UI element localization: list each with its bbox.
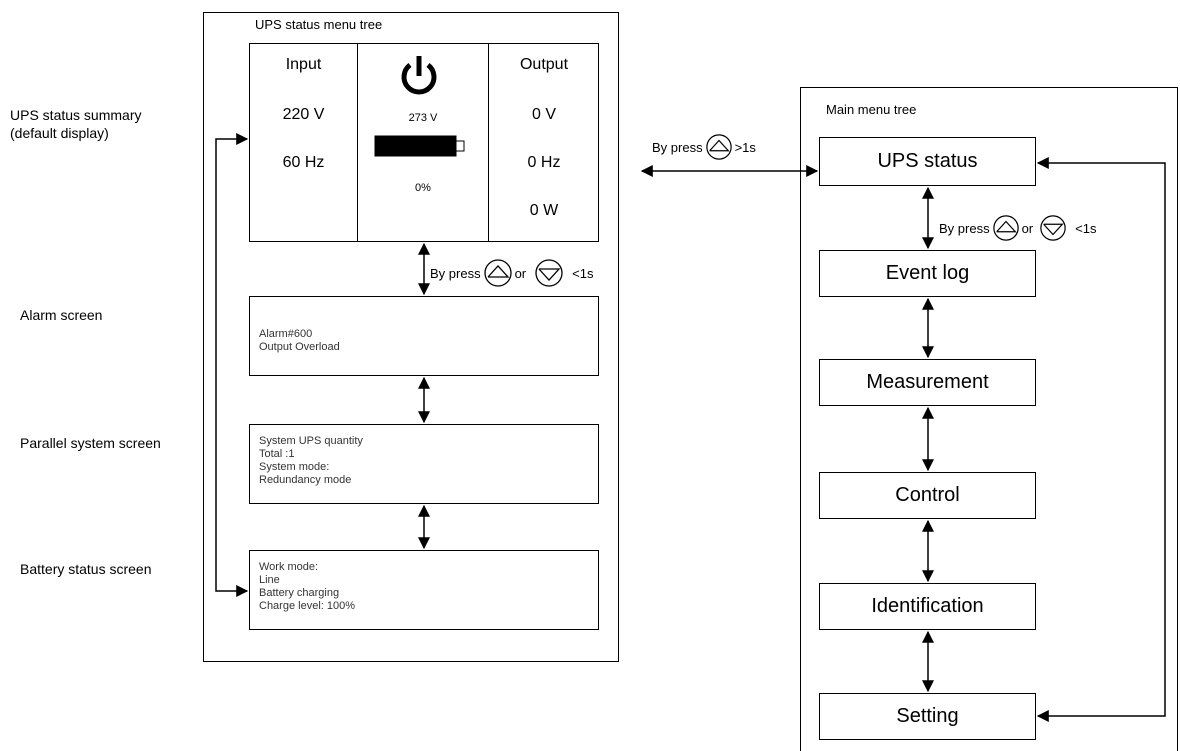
input-voltage: 220 V — [282, 106, 325, 123]
alarm-line-1: Alarm#600 — [259, 328, 313, 340]
battery-line-4: Charge level: 100% — [259, 600, 356, 612]
up-arrow-button-icon — [483, 259, 512, 287]
menu-item-ups-status[interactable]: UPS status — [819, 137, 1036, 186]
up-arrow-button-icon — [992, 215, 1019, 241]
center-column: 273 V 0% — [358, 44, 489, 241]
main-nav-or: or — [1021, 220, 1034, 236]
link-suffix: >1s — [734, 139, 756, 155]
output-frequency: 0 Hz — [527, 154, 561, 171]
status-tree-nav-label: By press or <1s — [430, 258, 593, 288]
main-tree-nav-label: By press or <1s — [939, 214, 1096, 242]
menu-item-measurement[interactable]: Measurement — [819, 359, 1036, 406]
menu-item-event-log[interactable]: Event log — [819, 250, 1036, 297]
input-column: Input 220 V 60 Hz — [250, 44, 358, 241]
up-arrow-button-icon — [705, 134, 732, 160]
parallel-line-4: Redundancy mode — [259, 474, 352, 486]
battery-voltage: 273 V — [408, 112, 438, 124]
battery-percent: 0% — [415, 182, 431, 194]
main-menu-tree-title: Main menu tree — [826, 102, 917, 117]
menu-item-setting[interactable]: Setting — [819, 693, 1036, 740]
parallel-line-1: System UPS quantity — [259, 435, 363, 447]
output-header: Output — [519, 56, 569, 73]
nav-or: or — [514, 265, 527, 281]
power-icon — [401, 56, 437, 95]
parallel-screen-label: Parallel system screen — [20, 435, 161, 451]
main-nav-suffix: <1s — [1075, 220, 1097, 236]
output-column: Output 0 V 0 Hz 0 W — [489, 44, 599, 241]
output-power: 0 W — [529, 202, 559, 219]
status-menu-tree-title: UPS status menu tree — [255, 17, 383, 32]
link-label: By press >1s — [652, 133, 756, 161]
alarm-screen-label: Alarm screen — [20, 307, 103, 323]
battery-line-2: Line — [259, 574, 280, 586]
output-voltage: 0 V — [531, 106, 556, 123]
battery-line-3: Battery charging — [259, 587, 340, 599]
battery-icon — [374, 135, 465, 157]
summary-label: UPS status summary (default display) — [10, 106, 141, 142]
menu-item-identification[interactable]: Identification — [819, 583, 1036, 630]
alarm-screen: Alarm#600 Output Overload — [249, 296, 599, 376]
battery-line-1: Work mode: — [259, 561, 319, 573]
alarm-line-2: Output Overload — [259, 341, 340, 353]
menu-item-control[interactable]: Control — [819, 472, 1036, 519]
battery-screen-label: Battery status screen — [20, 561, 152, 577]
nav-suffix: <1s — [572, 265, 594, 281]
main-nav-prefix: By press — [939, 220, 990, 236]
input-header: Input — [285, 56, 322, 73]
summary-screen: Input 220 V 60 Hz 273 V 0% Output 0 V 0 … — [249, 43, 599, 242]
summary-label-line1: UPS status summary — [10, 107, 142, 123]
summary-label-line2: (default display) — [10, 125, 109, 141]
main-menu-tree-frame — [800, 87, 1178, 751]
parallel-line-2: Total :1 — [259, 448, 295, 460]
input-frequency: 60 Hz — [282, 154, 325, 171]
nav-prefix: By press — [430, 265, 481, 281]
parallel-line-3: System mode: — [259, 461, 330, 473]
link-prefix: By press — [652, 139, 703, 155]
down-arrow-button-icon — [535, 259, 563, 287]
parallel-system-screen: System UPS quantity Total :1 System mode… — [249, 424, 599, 504]
battery-status-screen: Work mode: Line Battery charging Charge … — [249, 550, 599, 630]
